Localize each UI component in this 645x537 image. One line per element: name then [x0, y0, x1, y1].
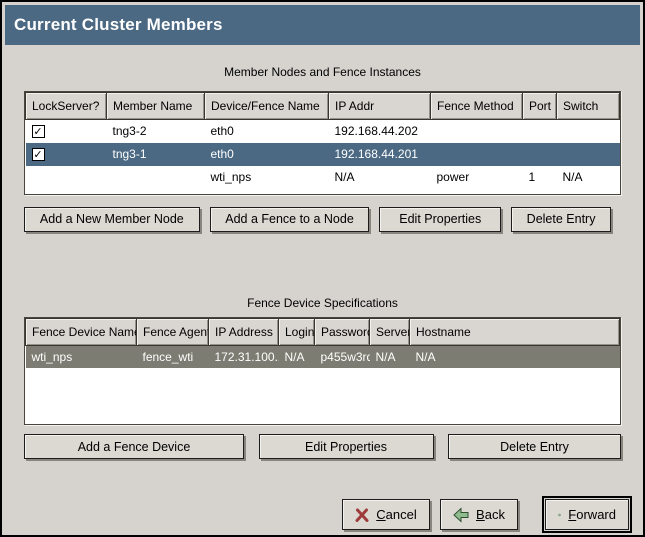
- table-cell[interactable]: N/A: [369, 345, 410, 368]
- col-header-hostname[interactable]: Hostname: [409, 317, 620, 346]
- col-header-login[interactable]: Login: [278, 317, 315, 346]
- table-cell[interactable]: [523, 120, 557, 143]
- col-header-server[interactable]: Server: [369, 317, 410, 346]
- back-button[interactable]: Back: [440, 499, 518, 530]
- table-cell[interactable]: power: [436, 170, 470, 184]
- col-header-fence-device-name[interactable]: Fence Device Name: [25, 317, 137, 346]
- member-row-tng3-2[interactable]: ✓ tng3-2 eth0 192.168.44.202: [26, 120, 620, 143]
- col-header-ip-address[interactable]: IP Address: [208, 317, 279, 346]
- delete-entry-button[interactable]: Delete Entry: [511, 206, 611, 232]
- col-header-fence-agent[interactable]: Fence Agent: [136, 317, 209, 346]
- table-cell[interactable]: 192.168.44.202: [334, 124, 418, 139]
- cancel-x-icon: [355, 508, 369, 522]
- table-cell[interactable]: ✓: [26, 120, 107, 143]
- table-cell[interactable]: [26, 166, 107, 189]
- empty-table-space: [26, 189, 620, 194]
- forward-arrow-icon: [558, 512, 562, 517]
- fence-instance-row-wti-nps[interactable]: wti_nps N/A power 1 N/A: [26, 166, 620, 189]
- table-cell[interactable]: [107, 166, 205, 189]
- table-cell[interactable]: eth0: [210, 124, 234, 139]
- members-header-row: LockServer? Member Name Device/Fence Nam…: [25, 92, 620, 120]
- fence-table-frame: Fence Device Name Fence Agent IP Address…: [24, 316, 621, 425]
- fence-devices-table: Fence Device Name Fence Agent IP Address…: [25, 317, 620, 424]
- back-label: Back: [476, 507, 505, 522]
- members-table-frame: LockServer? Member Name Device/Fence Nam…: [24, 91, 621, 195]
- titlebar[interactable]: Current Cluster Members: [5, 5, 640, 45]
- delete-entry-button[interactable]: Delete Entry: [448, 434, 621, 459]
- dialog-content: Member Nodes and Fence Instances LockSer…: [5, 65, 640, 533]
- table-cell[interactable]: tng3-2: [112, 124, 147, 139]
- fence-header-row: Fence Device Name Fence Agent IP Address…: [25, 317, 620, 346]
- table-cell[interactable]: N/A: [278, 345, 315, 368]
- table-cell[interactable]: wti_nps: [25, 345, 137, 368]
- cancel-label: Cancel: [376, 507, 417, 522]
- lockserver-checkbox[interactable]: ✓: [31, 125, 45, 139]
- col-header-port[interactable]: Port: [522, 92, 557, 120]
- edit-properties-button[interactable]: Edit Properties: [258, 434, 434, 459]
- edit-properties-button[interactable]: Edit Properties: [379, 206, 502, 232]
- table-cell[interactable]: [431, 120, 523, 143]
- fence-device-row-wti-nps-selected[interactable]: wti_nps fence_wti 172.31.100.1 N/A p455w…: [25, 345, 620, 368]
- footer-button-bar: Cancel Back Forward: [24, 496, 632, 533]
- table-cell[interactable]: tng3-1: [106, 142, 205, 166]
- members-table: LockServer? Member Name Device/Fence Nam…: [25, 92, 620, 194]
- table-cell[interactable]: [430, 142, 523, 166]
- col-header-switch[interactable]: Switch: [556, 92, 620, 120]
- col-header-lockserver[interactable]: LockServer?: [25, 92, 107, 120]
- add-fence-device-button[interactable]: Add a Fence Device: [24, 434, 244, 459]
- fence-section-label: Fence Device Specifications: [247, 295, 398, 310]
- col-header-password[interactable]: Password: [314, 317, 370, 346]
- members-section-label: Member Nodes and Fence Instances: [224, 65, 421, 79]
- member-row-tng3-1-selected[interactable]: ✓ tng3-1 eth0 192.168.44.201: [25, 142, 620, 166]
- lockserver-checkbox[interactable]: ✓: [31, 148, 45, 162]
- table-cell[interactable]: N/A: [334, 170, 355, 184]
- page-title: Current Cluster Members: [14, 15, 223, 34]
- col-header-member-name[interactable]: Member Name: [106, 92, 205, 120]
- table-cell[interactable]: fence_wti: [136, 345, 209, 368]
- table-cell[interactable]: 1: [528, 170, 536, 184]
- col-header-device-fence-name[interactable]: Device/Fence Name: [204, 92, 329, 120]
- table-cell[interactable]: [557, 120, 620, 143]
- table-cell[interactable]: N/A: [409, 345, 620, 368]
- empty-table-space: [26, 368, 620, 424]
- table-cell[interactable]: N/A: [562, 170, 583, 184]
- fence-button-row: Add a Fence Device Edit Properties Delet…: [24, 434, 621, 459]
- table-cell[interactable]: wti_nps: [210, 170, 252, 184]
- table-cell[interactable]: eth0: [204, 142, 329, 166]
- table-cell[interactable]: 192.168.44.201: [328, 142, 431, 166]
- table-cell[interactable]: [556, 142, 620, 166]
- forward-button[interactable]: Forward: [545, 499, 629, 530]
- forward-label: Forward: [568, 507, 616, 522]
- members-button-row: Add a New Member Node Add a Fence to a N…: [24, 206, 621, 232]
- add-fence-to-node-button[interactable]: Add a Fence to a Node: [209, 206, 370, 232]
- back-arrow-icon: [453, 506, 469, 523]
- cancel-button[interactable]: Cancel: [342, 499, 430, 530]
- table-cell[interactable]: p455w3rd: [314, 345, 370, 368]
- col-header-fence-method[interactable]: Fence Method: [430, 92, 523, 120]
- table-cell[interactable]: [522, 142, 557, 166]
- table-cell[interactable]: 172.31.100.1: [208, 345, 279, 368]
- add-member-node-button[interactable]: Add a New Member Node: [24, 206, 200, 232]
- col-header-ip-addr[interactable]: IP Addr: [328, 92, 431, 120]
- default-button-ring: Forward: [542, 496, 632, 533]
- table-cell[interactable]: ✓: [25, 142, 107, 166]
